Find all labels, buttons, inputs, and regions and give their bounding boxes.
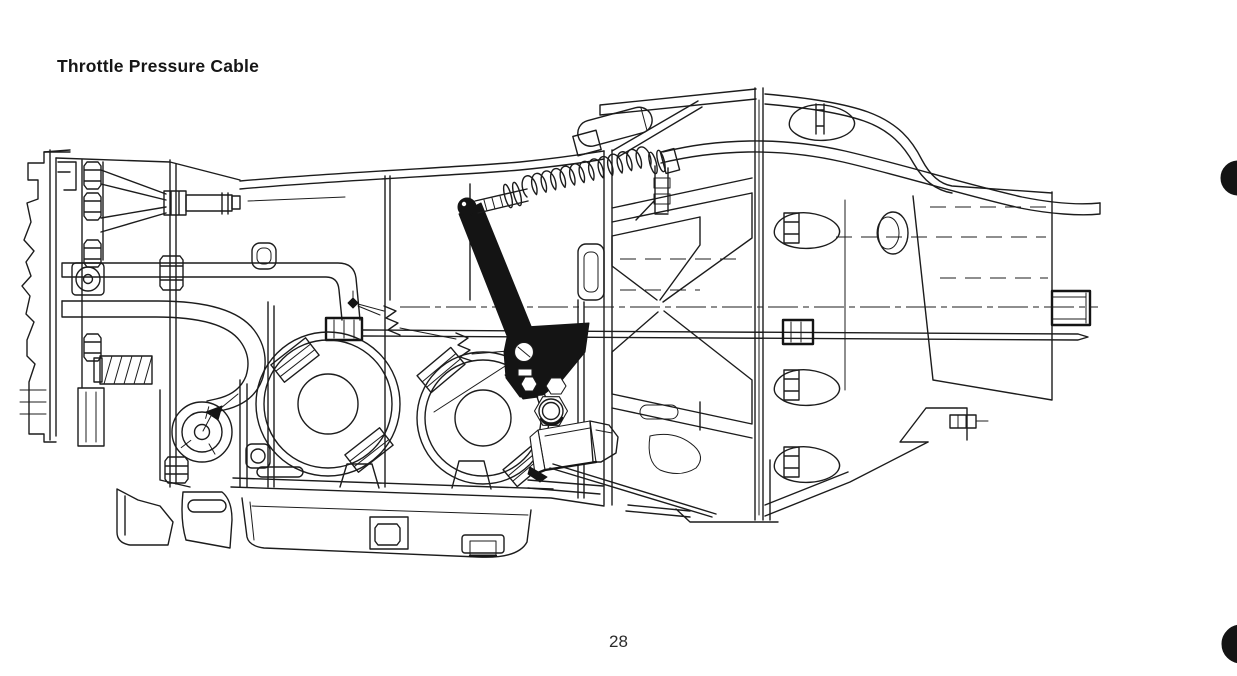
selector-rod bbox=[361, 318, 1089, 346]
filler-tube bbox=[61, 300, 266, 414]
hex-cutout-2 bbox=[545, 377, 567, 395]
page-number: 28 bbox=[609, 632, 628, 651]
bolt-boss-top bbox=[788, 103, 856, 142]
converter-housing bbox=[55, 157, 241, 549]
bolt-boss-low bbox=[773, 369, 841, 407]
output-shaft bbox=[1050, 289, 1092, 327]
linkage-pin-icon bbox=[347, 297, 359, 309]
vacuum-modulator bbox=[93, 355, 153, 385]
pointer-arrow-icon bbox=[205, 405, 223, 421]
throttle-rod-bracket bbox=[61, 255, 364, 342]
oval-port bbox=[877, 211, 909, 255]
bolt-stack bbox=[83, 161, 102, 362]
cable-conduit bbox=[662, 140, 1101, 205]
rod-sleeve bbox=[324, 316, 364, 342]
ball-stud-icon bbox=[457, 197, 477, 217]
extension-housing bbox=[620, 93, 1092, 517]
return-spring-1 bbox=[383, 305, 401, 336]
kickdown-linkage bbox=[347, 290, 514, 413]
binding-hole-dot bbox=[1221, 624, 1237, 664]
bell-flange-gussets bbox=[611, 87, 764, 521]
lower-bracket bbox=[181, 491, 233, 549]
hex-cutout-1 bbox=[520, 376, 538, 392]
coil-spring bbox=[521, 146, 652, 198]
throttle-lever bbox=[458, 202, 590, 400]
throttle-pressure-cable bbox=[457, 140, 1101, 221]
top-crossmember bbox=[572, 88, 757, 158]
bolt-boss-bottom bbox=[773, 446, 841, 484]
bolt-boss-mid bbox=[773, 212, 841, 250]
case-bolt bbox=[164, 456, 189, 484]
oil-pan bbox=[241, 459, 779, 558]
return-spring-2 bbox=[455, 332, 473, 362]
dipstick-tube bbox=[549, 463, 717, 518]
transmission-case bbox=[230, 149, 613, 507]
round-plate bbox=[71, 262, 105, 296]
figure-title: Throttle Pressure Cable bbox=[57, 56, 260, 76]
binding-hole-dot bbox=[1220, 160, 1237, 196]
hex-nut bbox=[533, 396, 569, 426]
engine-block-section bbox=[19, 149, 174, 546]
governor-drum bbox=[171, 379, 271, 488]
mount-bracket bbox=[116, 488, 174, 546]
drain-plug bbox=[461, 534, 505, 554]
solenoid-box bbox=[527, 420, 619, 495]
